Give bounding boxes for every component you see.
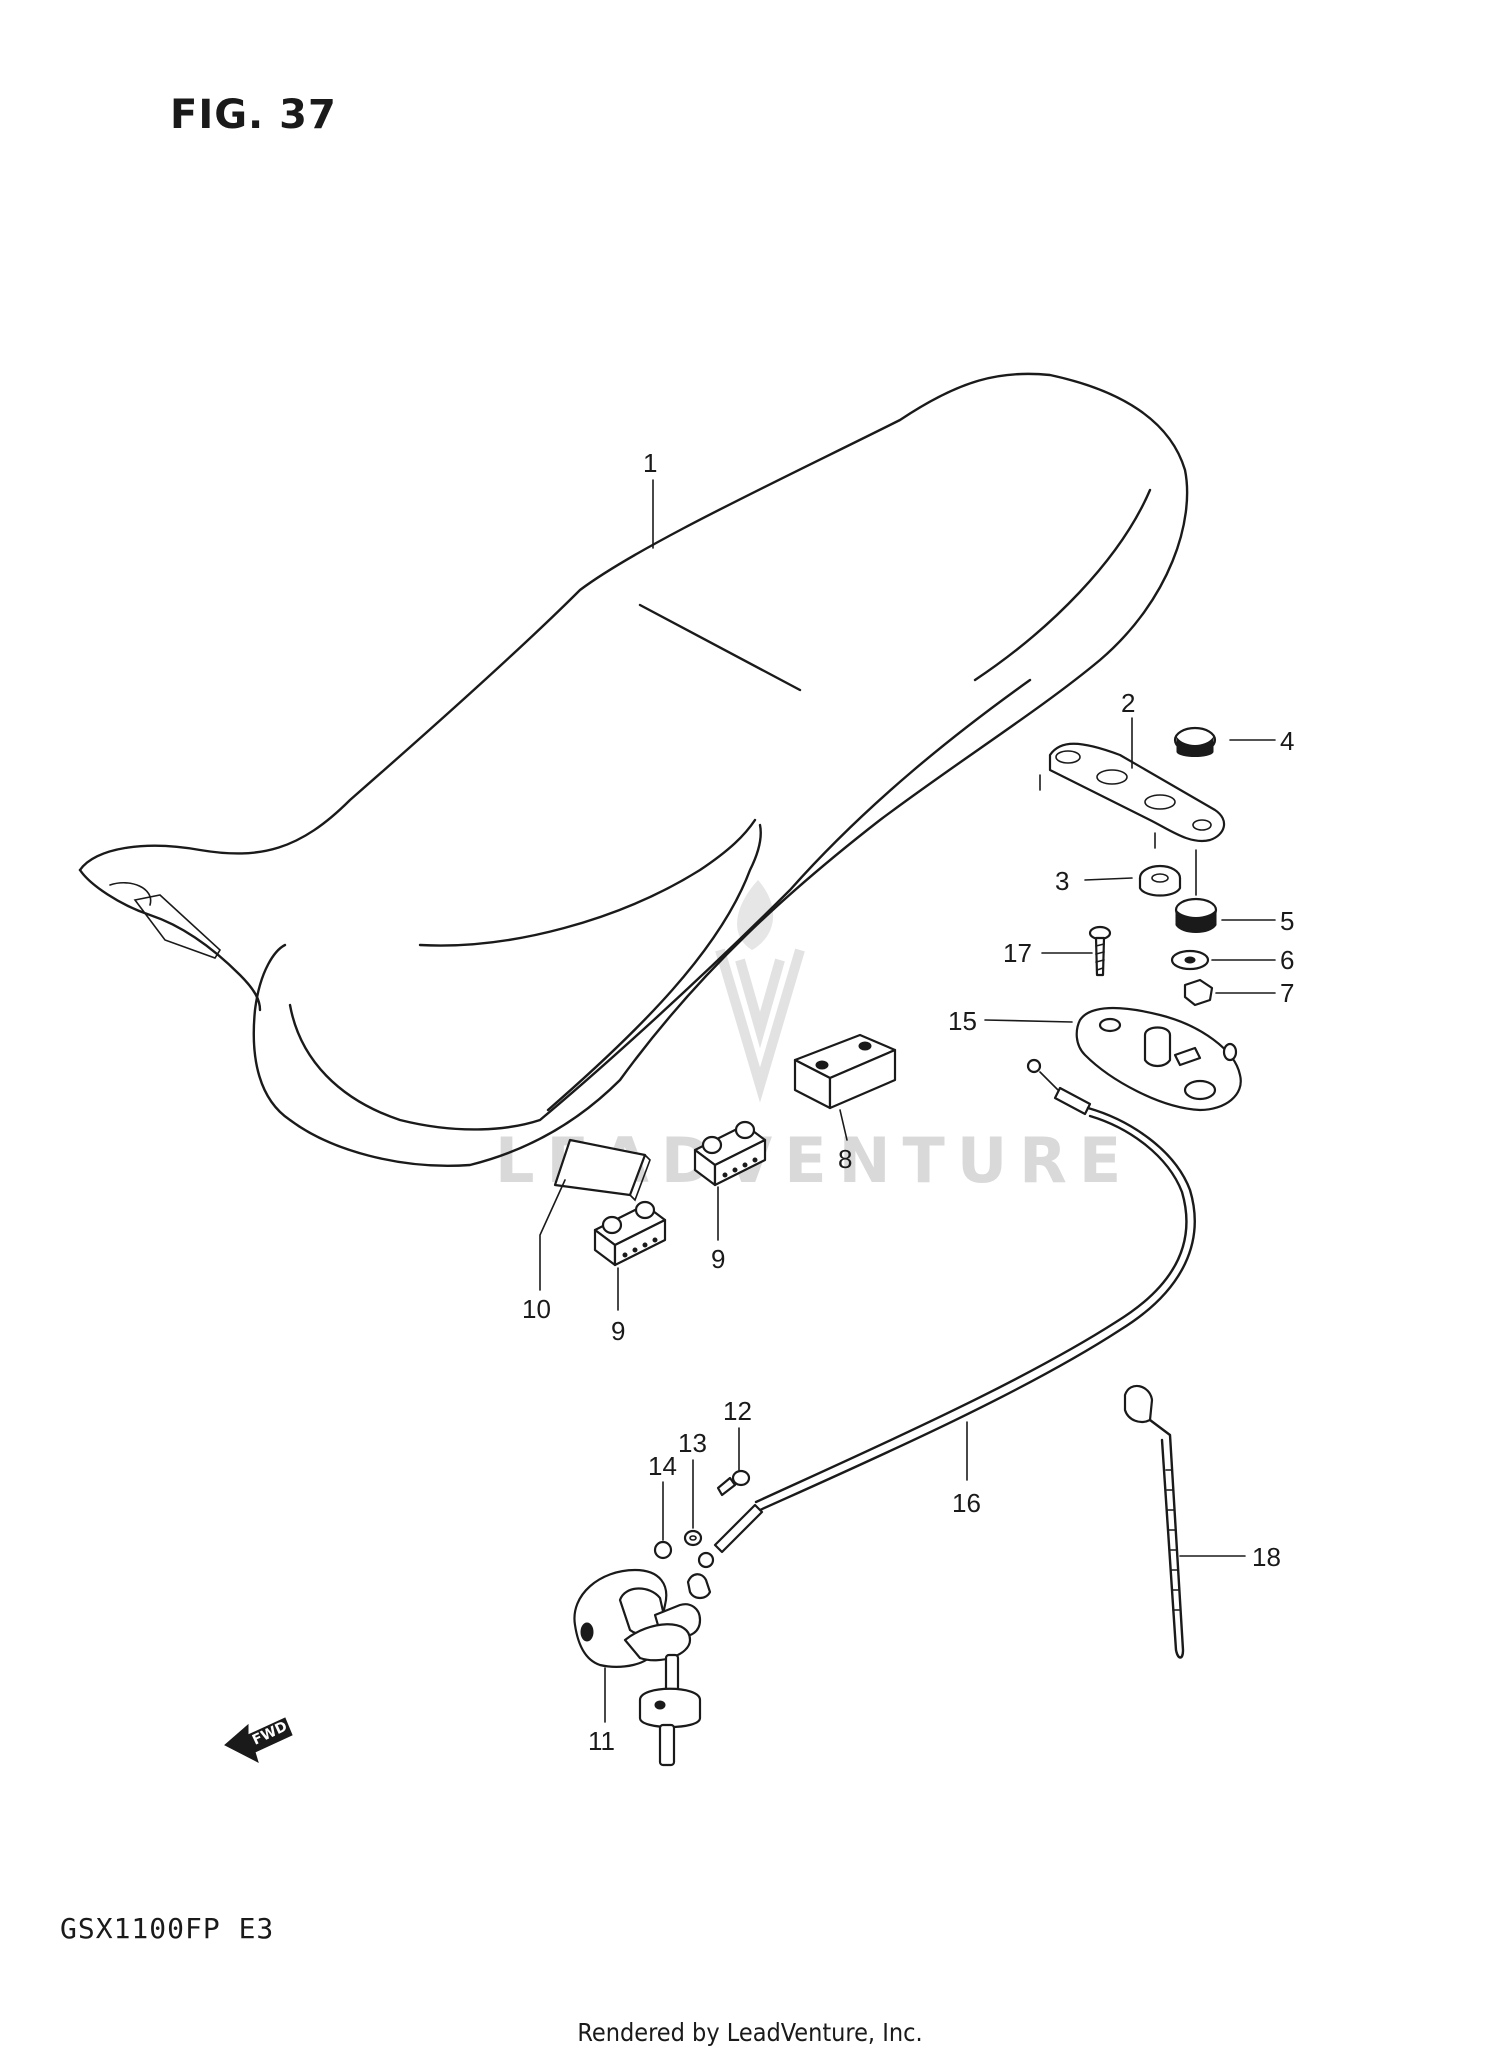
screw-part-12 <box>716 1469 751 1497</box>
callout-7: 7 <box>1280 978 1294 1008</box>
nut-part-14 <box>653 1540 673 1560</box>
seat-part-1 <box>78 372 1189 1167</box>
callout-5: 5 <box>1280 906 1294 936</box>
bracket-part-2 <box>1039 742 1226 849</box>
leader-lines <box>539 479 1276 1723</box>
nut-part-7 <box>1183 978 1214 1007</box>
block-part-8 <box>793 1033 897 1110</box>
pad-part-10 <box>553 1138 651 1202</box>
callout-9-b: 9 <box>611 1316 625 1346</box>
forward-arrow-icon: FWD <box>224 1717 293 1763</box>
band-part-18 <box>1123 1384 1185 1659</box>
collar-part <box>686 1573 712 1600</box>
callout-14: 14 <box>648 1451 677 1481</box>
callout-9-a: 9 <box>711 1244 725 1274</box>
callout-17: 17 <box>1003 938 1032 968</box>
callout-6: 6 <box>1280 945 1294 975</box>
callout-labels: 1 2 3 4 5 6 7 8 9 9 10 11 12 13 14 15 16… <box>522 448 1294 1756</box>
latch-part-15 <box>1075 1007 1242 1112</box>
cushion-part-9-a <box>693 1120 767 1187</box>
callout-4: 4 <box>1280 726 1294 756</box>
callout-13: 13 <box>678 1428 707 1458</box>
footer-credit: Rendered by LeadVenture, Inc. <box>577 2018 923 2047</box>
callout-16: 16 <box>952 1488 981 1518</box>
callout-11: 11 <box>588 1726 615 1756</box>
callout-1: 1 <box>643 448 657 478</box>
cushion-part-9-b <box>593 1200 667 1267</box>
grommet-part-3 <box>1138 864 1182 897</box>
callout-18: 18 <box>1252 1542 1281 1572</box>
figure-title: FIG. 37 <box>170 92 337 138</box>
washer-part-13 <box>683 1529 703 1547</box>
watermark: LEADVENTURE <box>495 880 1121 1197</box>
callout-15: 15 <box>948 1006 977 1036</box>
washer-part-6 <box>1170 949 1210 971</box>
callout-10: 10 <box>522 1294 551 1324</box>
cable-part-16 <box>697 1058 1196 1569</box>
callout-8: 8 <box>838 1144 852 1174</box>
screw-part-17 <box>1088 925 1112 977</box>
cap-part-4 <box>1173 726 1217 757</box>
bushing-part-5 <box>1174 849 1218 933</box>
callout-12: 12 <box>723 1396 752 1426</box>
callout-2: 2 <box>1121 688 1135 718</box>
model-code: GSX1100FP E3 <box>60 1912 275 1945</box>
lock-part-11 <box>573 1568 702 1767</box>
callout-3: 3 <box>1055 866 1069 896</box>
